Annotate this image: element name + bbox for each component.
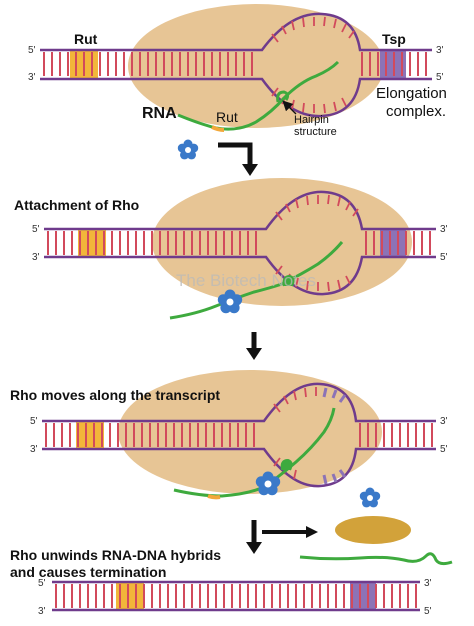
bubble-rungs — [273, 387, 317, 480]
hairpin-label: Hairpin — [294, 114, 329, 126]
tsp-label: Tsp — [382, 31, 406, 47]
step-4-title: and causes termination — [10, 564, 166, 580]
elongation-label: complex. — [386, 103, 446, 120]
rho-protein-icon — [217, 289, 243, 314]
elongation-bubble — [128, 4, 384, 128]
rna-transcript-2 — [169, 241, 344, 320]
released-rna — [299, 552, 453, 566]
prime-label: 5' — [440, 252, 448, 263]
panel-1-elongation: 5' 3' 3' 5' Rut Tsp RNA Rut Hairpin stru… — [28, 4, 447, 176]
rna-label: RNA — [142, 105, 177, 122]
panel-2-attachment: 5' 3' 3' 5' Attachment of Rho The Biotec… — [14, 178, 448, 360]
hairpin-loop-3 — [280, 458, 293, 471]
prime-label: 5' — [28, 45, 36, 56]
rut-site-on-rna-1 — [211, 125, 225, 132]
dna-rungs — [55, 584, 417, 608]
rho-protein-icon — [255, 471, 281, 496]
hairpin-loop-1 — [276, 90, 290, 103]
rut-rna-label: Rut — [216, 109, 238, 125]
prime-label: 3' — [424, 578, 432, 589]
hairpin-loop-2 — [282, 274, 295, 287]
prime-label: 3' — [32, 252, 40, 263]
released-rna-polymerase — [335, 516, 411, 544]
prime-label: 3' — [38, 606, 46, 617]
dna-rungs — [45, 423, 433, 447]
arrow-down-icon — [242, 164, 258, 176]
arrow-down-icon — [218, 142, 253, 166]
step-4-title: Rho unwinds RNA-DNA hybrids — [10, 547, 221, 563]
tsp-strand-marks — [322, 387, 347, 485]
arrow-right-icon — [306, 526, 318, 538]
dna-duplex-2 — [44, 190, 436, 296]
prime-label: 3' — [436, 45, 444, 56]
dna-duplex-3 — [42, 382, 436, 488]
elongation-bubble — [118, 370, 382, 494]
prime-label: 3' — [440, 416, 448, 427]
dna-rungs — [43, 52, 427, 76]
arrow-down-icon — [246, 348, 262, 360]
prime-label: 3' — [30, 444, 38, 455]
hairpin-pointer — [282, 100, 297, 115]
prime-label: 5' — [32, 224, 40, 235]
dna-duplex-1 — [40, 12, 432, 118]
rho-protein-icon — [359, 487, 381, 508]
rut-label: Rut — [74, 31, 98, 47]
prime-label: 5' — [436, 72, 444, 83]
prime-label: 5' — [440, 444, 448, 455]
prime-label: 3' — [440, 224, 448, 235]
hairpin-label: structure — [294, 126, 337, 138]
panel-3-rho-moves: 5' 3' 3' 5' Rho moves along the transcri… — [10, 370, 448, 500]
prime-label: 5' — [424, 606, 432, 617]
prime-label: 5' — [38, 578, 46, 589]
tsp-box — [380, 229, 406, 257]
step-3-title: Rho moves along the transcript — [10, 387, 220, 403]
prime-label: 5' — [30, 416, 38, 427]
dna-duplex-4 — [52, 580, 420, 612]
tsp-box — [350, 582, 376, 610]
bubble-rungs — [275, 194, 359, 292]
arrow-down-icon — [246, 542, 262, 554]
dna-rungs — [47, 231, 431, 255]
rut-box — [76, 421, 104, 449]
elongation-label: Elongation — [376, 85, 447, 102]
rut-box — [78, 229, 106, 257]
watermark: The Biotech Notes — [176, 271, 316, 290]
panel-4-termination: 5' 3' 3' 5' Rho unwinds RNA-DNA hybrids … — [10, 487, 453, 617]
rut-site-on-rna-3 — [207, 494, 221, 500]
rho-protein-icon — [177, 139, 199, 160]
step-2-title: Attachment of Rho — [14, 197, 139, 213]
prime-label: 3' — [28, 72, 36, 83]
